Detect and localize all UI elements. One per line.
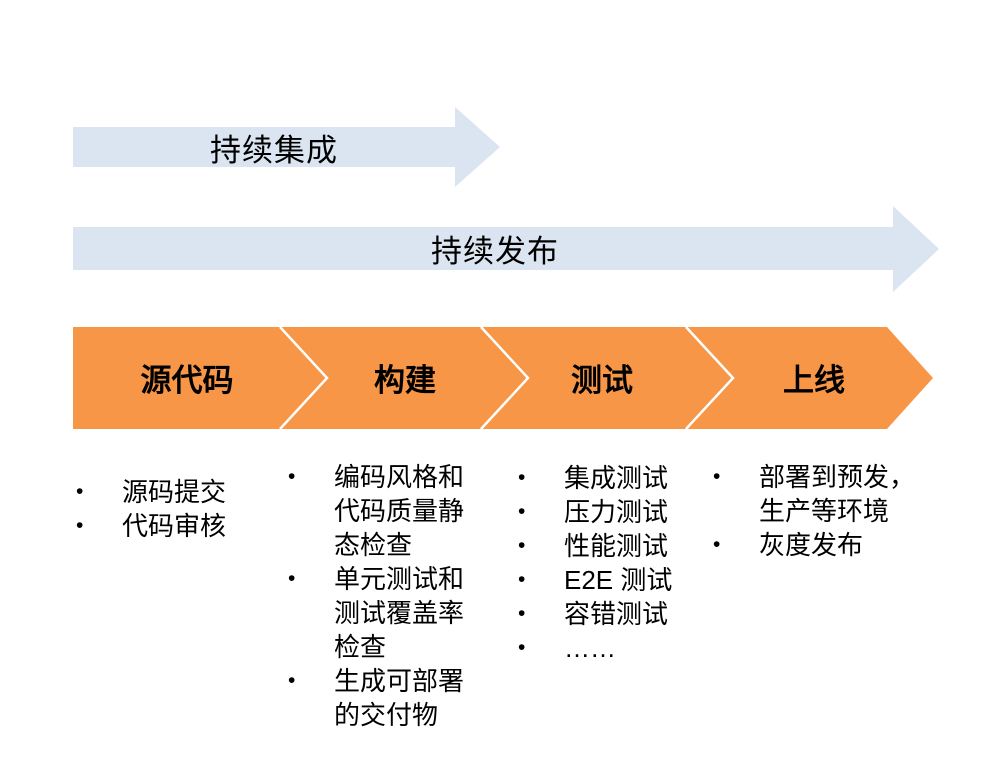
list-item: • 单元测试和 测试覆盖率 检查 [288,562,464,664]
bullet-icon: • [518,636,526,659]
continuous-integration-label: 持续集成 [210,132,338,168]
stage-label-source-code: 源代码 [140,363,234,398]
list-item: • E2E 测试 [518,563,672,597]
launch-bullet-list: • 部署到预发， 生产等环境 • 灰度发布 [713,460,915,562]
bullet-icon: • [288,669,296,692]
list-item: • 灰度发布 [713,528,915,562]
continuous-integration-arrow: 持续集成 [73,127,455,168]
source-code-bullet-list: • 源码提交 • 代码审核 [76,475,226,543]
bullet-text: 灰度发布 [759,530,864,560]
bullet-icon: • [518,568,526,591]
bullet-icon: • [518,500,526,523]
bullet-icon: • [288,567,296,590]
bullet-text: 代码审核 [122,511,227,541]
bullet-icon: • [518,534,526,557]
continuous-delivery-arrow: 持续发布 [73,227,893,270]
bullet-text: 部署到预发， 生产等环境 [759,462,916,526]
bullet-text: 容错测试 [564,599,669,629]
list-item: • 源码提交 [76,475,226,509]
continuous-delivery-label: 持续发布 [431,234,559,269]
bullet-text: 源码提交 [122,477,227,507]
build-bullet-list: • 编码风格和 代码质量静 态检查 • 单元测试和 测试覆盖率 检查 • 生成可… [288,460,464,732]
bullet-text: 编码风格和 代码质量静 态检查 [334,462,465,560]
bullet-text: 性能测试 [564,531,669,561]
stage-label-launch: 上线 [783,363,845,398]
list-item: • 容错测试 [518,597,672,631]
continuous-integration-arrowhead-icon [455,107,500,187]
bullet-icon: • [288,465,296,488]
bullet-icon: • [76,480,84,503]
bullet-text: …… [564,633,616,663]
bullet-icon: • [713,533,721,556]
stage-band-shape [73,327,933,429]
list-item: • 编码风格和 代码质量静 态检查 [288,460,464,562]
list-item: • 性能测试 [518,529,672,563]
bullet-icon: • [76,514,84,537]
bullet-text: 压力测试 [564,497,669,527]
continuous-delivery-arrowhead-icon [893,206,939,292]
list-item: • …… [518,631,672,665]
test-bullet-list: • 集成测试 • 压力测试 • 性能测试 • E2E 测试 • 容错测试 • …… [518,461,672,665]
chevron-separator-icon [685,327,735,429]
chevron-separator-icon [279,327,329,429]
chevron-separator-icon [480,327,530,429]
stage-label-test: 测试 [571,363,633,398]
list-item: • 生成可部署 的交付物 [288,664,464,732]
list-item: • 集成测试 [518,461,672,495]
stage-band-arrow [73,327,933,429]
bullet-text: 单元测试和 测试覆盖率 检查 [334,564,465,662]
list-item: • 代码审核 [76,509,226,543]
bullet-icon: • [518,466,526,489]
list-item: • 部署到预发， 生产等环境 [713,460,915,528]
bullet-text: 集成测试 [564,463,669,493]
bullet-text: 生成可部署 的交付物 [334,666,465,730]
bullet-icon: • [518,602,526,625]
stage-label-build: 构建 [374,363,436,398]
list-item: • 压力测试 [518,495,672,529]
bullet-icon: • [713,465,721,488]
bullet-text: E2E 测试 [564,565,673,595]
